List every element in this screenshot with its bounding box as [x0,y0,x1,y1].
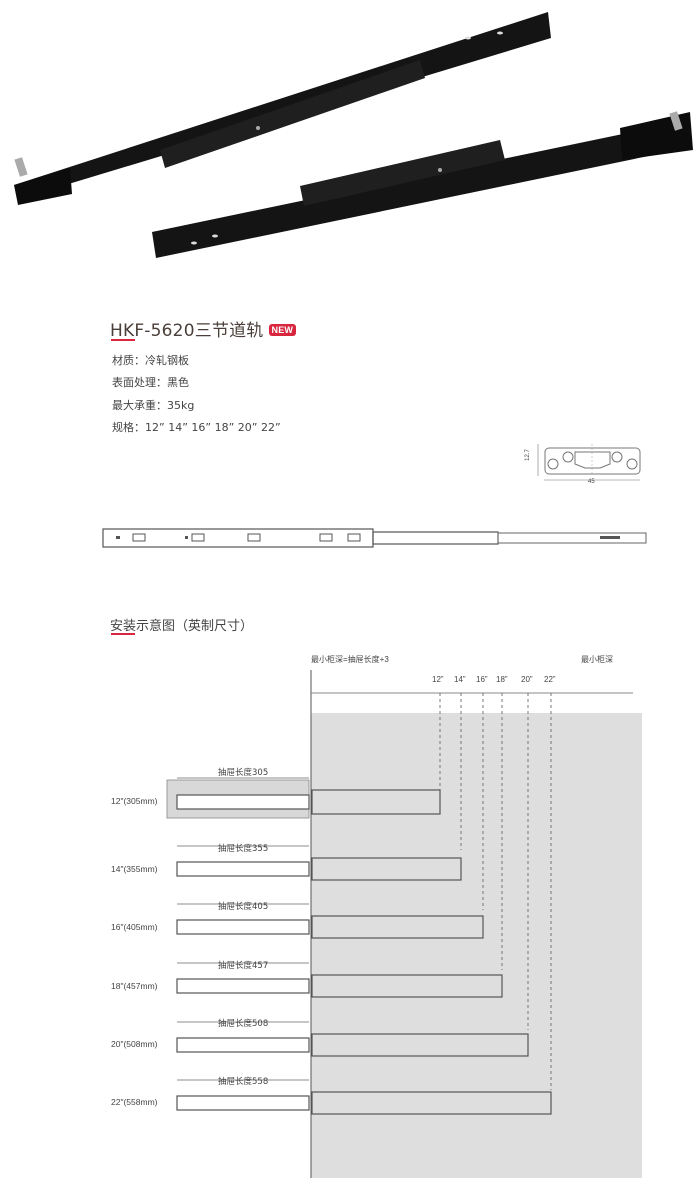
product-photo [14,12,693,258]
depth-mark-14: 14” [454,675,466,684]
depth-mark-18: 18” [496,675,508,684]
drawer-length-457: 抽屉长度457 [218,961,269,971]
min-depth-label: 最小柜深 [581,655,613,664]
depth-mark-16: 16” [476,675,488,684]
section-underline [111,633,135,635]
depth-mark-12: 12” [432,675,444,684]
size-22: 22"(558mm) [111,1097,158,1107]
installation-diagram-title: 安装示意图（英制尺寸） [110,619,254,634]
depth-mark-20: 20” [521,675,533,684]
slide-left [14,12,551,205]
width-dimension: 45 [588,479,595,485]
installation-diagram [166,670,642,1178]
product-title: HKF-5620三节道轨 NEW [110,316,297,341]
product-name: HKF-5620三节道轨 [110,321,264,341]
drawer-length-405: 抽屉长度405 [218,902,269,912]
drawer-length-355: 抽屉长度355 [218,844,269,854]
spec-material: 材质：冷轧钢板 [112,354,189,367]
new-badge: NEW [268,324,297,336]
title-underline [111,339,135,341]
depth-mark-22: 22” [544,675,556,684]
size-18: 18"(457mm) [111,981,158,991]
size-14: 14"(355mm) [111,864,158,874]
spec-sizes: 规格：12” 14” 16” 18” 20” 22” [112,421,281,434]
size-16: 16"(405mm) [111,922,158,932]
size-20: 20"(508mm) [111,1039,158,1049]
drawer-length-508: 抽屉长度508 [218,1019,269,1029]
side-view-drawing [102,528,647,548]
height-dimension: 12.7 [524,449,531,461]
spec-max-load: 最大承重：35kg [112,399,195,412]
min-depth-formula: 最小柜深=抽屉长度+3 [311,655,389,664]
drawer-length-558: 抽屉长度558 [218,1077,269,1087]
spec-finish: 表面处理：黑色 [112,376,189,389]
size-12: 12"(305mm) [111,796,158,806]
cross-section-drawing [537,444,641,481]
drawer-length-305: 抽屉长度305 [218,768,269,778]
